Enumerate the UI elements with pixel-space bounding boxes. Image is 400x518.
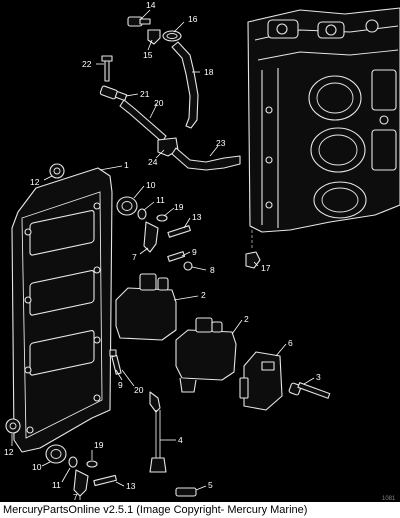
callout-20-upper: 19 <box>174 202 184 212</box>
ignition-coil-upper <box>115 273 177 341</box>
callout-19: 20 <box>134 385 144 395</box>
callout-13-lower: 13 <box>126 481 136 491</box>
module-6-part <box>239 351 283 411</box>
callout-11-upper: 11 <box>156 195 165 205</box>
engine-block <box>247 7 400 233</box>
hose-24-part <box>171 147 241 171</box>
callout-9-upper: 9 <box>192 247 197 257</box>
callout-13-upper: 13 <box>192 212 202 222</box>
callout-12-lower: 12 <box>4 447 14 457</box>
callout-18: 18 <box>204 67 214 77</box>
washer-20-upper-part <box>156 214 168 222</box>
callout-23: 22 <box>82 59 92 69</box>
callout-10-upper: 10 <box>146 180 156 190</box>
copyright-caption: MercuryPartsOnline v2.5.1 (Image Copyrig… <box>0 502 400 518</box>
grommet-12-upper-part <box>49 163 65 179</box>
screw-9-lower-part <box>109 349 117 357</box>
callout-17: 17 <box>261 263 271 273</box>
callout-2-lower: 2 <box>244 314 249 324</box>
screw-13-lower-part <box>93 474 117 487</box>
washer-11-lower-part <box>68 456 78 468</box>
clamp-16-part <box>162 30 182 42</box>
lower-hardware <box>5 418 197 497</box>
callout-11-lower: 11 <box>52 480 61 490</box>
terminal-5-part <box>175 487 197 497</box>
callout-25: 24 <box>148 157 158 167</box>
callout-16: 16 <box>188 14 198 24</box>
callout-14: 14 <box>146 0 156 10</box>
callout-24: 23 <box>216 138 226 148</box>
ignition-coil-lower <box>175 317 237 393</box>
bracket-7-upper-part <box>143 221 159 253</box>
hose-assembly <box>99 16 241 171</box>
callout-22: 21 <box>140 89 150 99</box>
callout-6: 6 <box>288 338 293 348</box>
callout-21: 20 <box>154 98 164 108</box>
bracket-7-lower-part <box>73 469 89 497</box>
bolt-3-part <box>288 382 331 399</box>
pin-23-part <box>101 55 113 62</box>
leader-lines <box>11 9 315 500</box>
screw-9-upper-part <box>167 251 186 262</box>
callout-2-upper: 2 <box>201 290 206 300</box>
callout-12-upper: 12 <box>30 177 40 187</box>
lead-4-part <box>149 391 167 473</box>
callout-20-lower: 19 <box>94 440 104 450</box>
callout-7-lower: 7 <box>73 492 78 502</box>
callout-5: 5 <box>208 480 213 490</box>
nut-8-part <box>183 261 193 271</box>
callout-9-lower: 9 <box>118 380 123 390</box>
washer-11-upper-part <box>137 208 147 220</box>
callout-10-lower: 10 <box>32 462 42 472</box>
callout-7-upper: 7 <box>132 252 137 262</box>
corner-code: 1081 <box>382 496 396 502</box>
washer-20-lower-part <box>86 460 98 468</box>
cover-plate-1 <box>11 167 113 453</box>
callout-15: 15 <box>143 50 153 60</box>
bushing-10-lower-part <box>45 444 67 464</box>
bushing-10-upper-part <box>116 196 138 216</box>
grommet-12-lower-part <box>5 418 21 434</box>
elbow-15-part <box>147 29 161 45</box>
screw-13-upper-part <box>167 225 191 238</box>
callout-1: 1 <box>124 160 129 170</box>
callout-labels: 14 15 16 18 22 21 20 23 24 1 12 10 11 19… <box>4 0 396 502</box>
hose-18-part <box>171 41 199 129</box>
callout-8: 8 <box>210 265 215 275</box>
callout-4: 4 <box>178 435 183 445</box>
parts-diagram: 14 15 16 18 22 21 20 23 24 1 12 10 11 19… <box>4 0 400 502</box>
callout-3: 3 <box>316 372 321 382</box>
